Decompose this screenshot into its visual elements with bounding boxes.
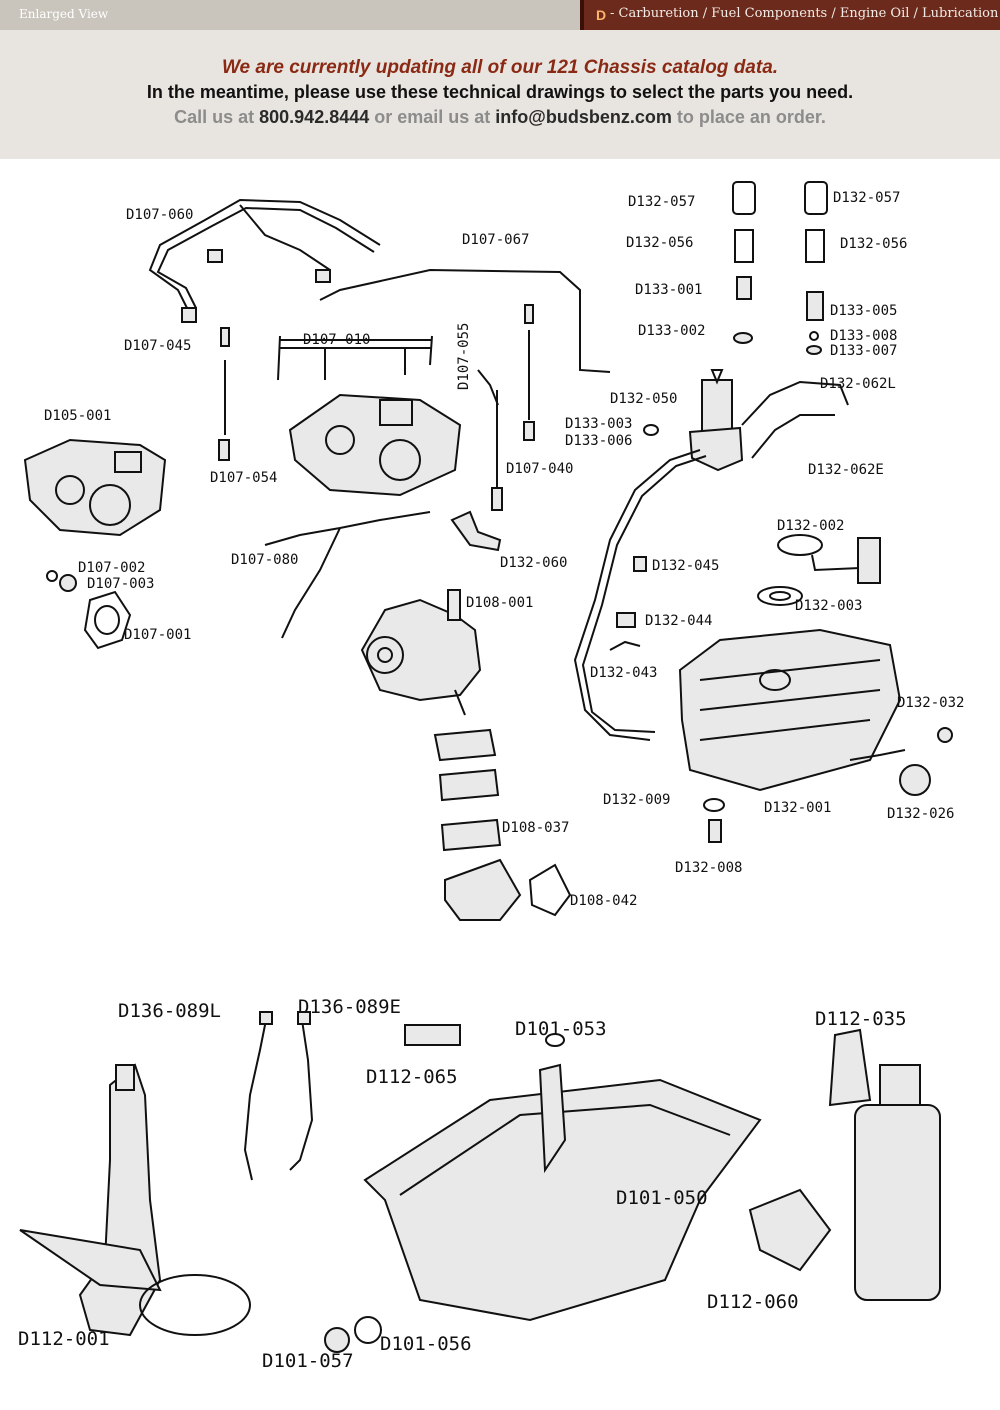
callout-label: D112-060 xyxy=(707,1291,799,1313)
sender-unit-drawing xyxy=(609,534,881,651)
lever-drawing xyxy=(450,510,502,552)
callout-label: D136-089E xyxy=(298,996,401,1018)
notice-instruction: In the meantime, please use these techni… xyxy=(146,82,854,102)
callout-label: D132-057 xyxy=(628,194,695,210)
callout-label: D108-042 xyxy=(570,893,637,909)
callout-label: D132-002 xyxy=(777,518,844,534)
callout-label: D132-056 xyxy=(840,236,907,252)
callout-label: D112-001 xyxy=(18,1328,110,1350)
callout-label: D107-067 xyxy=(462,232,529,248)
notice-banner: We are currently updating all of our 121… xyxy=(0,30,1000,159)
callout-label: D132-056 xyxy=(626,235,693,251)
callout-label: D132-062E xyxy=(808,462,884,478)
vacuum-hose-drawing xyxy=(264,511,431,639)
rods-drawing xyxy=(218,304,535,511)
section-letter: D xyxy=(596,7,607,23)
callout-label: D107-010 xyxy=(303,332,370,348)
parts-diagram: D107-060 D107-067 D132-057 D132-057 D132… xyxy=(18,181,964,1372)
callout-label: D107-001 xyxy=(124,627,191,643)
callout-label: D133-005 xyxy=(830,303,897,319)
fuel-tank-drawing xyxy=(678,628,953,796)
callout-label: D107-054 xyxy=(210,470,277,486)
oil-filter-drawing xyxy=(748,1028,941,1301)
callout-label: D132-062L xyxy=(820,376,896,392)
callout-label: D108-037 xyxy=(502,820,569,836)
oil-pump-drawing xyxy=(19,1063,251,1337)
filter-parts-drawing xyxy=(732,181,828,355)
callout-label: D132-044 xyxy=(645,613,712,629)
callout-label: D107-002 xyxy=(78,560,145,576)
callout-label: D132-060 xyxy=(500,555,567,571)
carburetor-right-drawing xyxy=(288,393,462,497)
callout-label: D132-043 xyxy=(590,665,657,681)
callout-label: D132-009 xyxy=(603,792,670,808)
notice-headline: We are currently updating all of our 121… xyxy=(221,57,779,78)
callout-label: D133-008 xyxy=(830,328,897,344)
notice-contact: Call us at 800.942.8444 or email us at i… xyxy=(174,107,826,127)
fuel-pump-drawing xyxy=(360,589,482,716)
callout-label: D107-040 xyxy=(506,461,573,477)
callout-label: D107-060 xyxy=(126,207,193,223)
callout-label: D132-050 xyxy=(610,391,677,407)
phone-number[interactable]: 800.942.8444 xyxy=(259,107,370,127)
rod-drawing xyxy=(319,268,611,373)
callout-label: D132-008 xyxy=(675,860,742,876)
upper-callouts: D107-060 D107-067 D132-057 D132-057 D132… xyxy=(44,190,964,909)
drain-parts-drawing xyxy=(703,798,725,843)
callout-label: D132-057 xyxy=(833,190,900,206)
callout-label: D108-001 xyxy=(466,595,533,611)
top-bar: Enlarged View D - Carburetion / Fuel Com… xyxy=(0,0,1000,30)
callout-label: D132-026 xyxy=(887,806,954,822)
linkage-drawing xyxy=(277,335,433,381)
email-link[interactable]: info@budsbenz.com xyxy=(495,107,672,127)
callout-label: D133-001 xyxy=(635,282,702,298)
oil-pan-drawing xyxy=(324,1024,762,1353)
callout-label: D112-065 xyxy=(366,1066,458,1088)
callout-label: D132-003 xyxy=(795,598,862,614)
callout-label: D132-045 xyxy=(652,558,719,574)
callout-label: D133-007 xyxy=(830,343,897,359)
callout-label: D105-001 xyxy=(44,408,111,424)
fuel-pipe-drawing xyxy=(148,198,381,323)
callout-label: D107-080 xyxy=(231,552,298,568)
section-tab: D - Carburetion / Fuel Components / Engi… xyxy=(580,0,1000,30)
pump-spacers-drawing xyxy=(433,728,572,921)
carburetor-left-drawing xyxy=(23,438,167,537)
callout-label: D133-006 xyxy=(565,433,632,449)
carb-gaskets-drawing xyxy=(46,570,132,650)
callout-label: D101-056 xyxy=(380,1333,472,1355)
callout-label: D136-089L xyxy=(118,1000,221,1022)
oil-lines-drawing xyxy=(243,1011,314,1181)
enlarged-view-label: Enlarged View xyxy=(19,7,109,21)
callout-label: D107-003 xyxy=(87,576,154,592)
callout-label: D101-053 xyxy=(515,1018,607,1040)
callout-label: D101-057 xyxy=(262,1350,354,1372)
callout-label: D133-002 xyxy=(638,323,705,339)
callout-label: D107-045 xyxy=(124,338,191,354)
lower-callouts: D136-089L D136-089E D101-053 D112-035 D1… xyxy=(18,996,907,1372)
section-title: - Carburetion / Fuel Components / Engine… xyxy=(610,6,999,21)
callout-label: D107-055 xyxy=(456,323,472,390)
callout-label: D133-003 xyxy=(565,416,632,432)
filter-housing-drawing xyxy=(573,369,849,741)
callout-label: D101-050 xyxy=(616,1187,708,1209)
callout-label: D112-035 xyxy=(815,1008,907,1030)
callout-label: D132-001 xyxy=(764,800,831,816)
callout-label: D132-032 xyxy=(897,695,964,711)
